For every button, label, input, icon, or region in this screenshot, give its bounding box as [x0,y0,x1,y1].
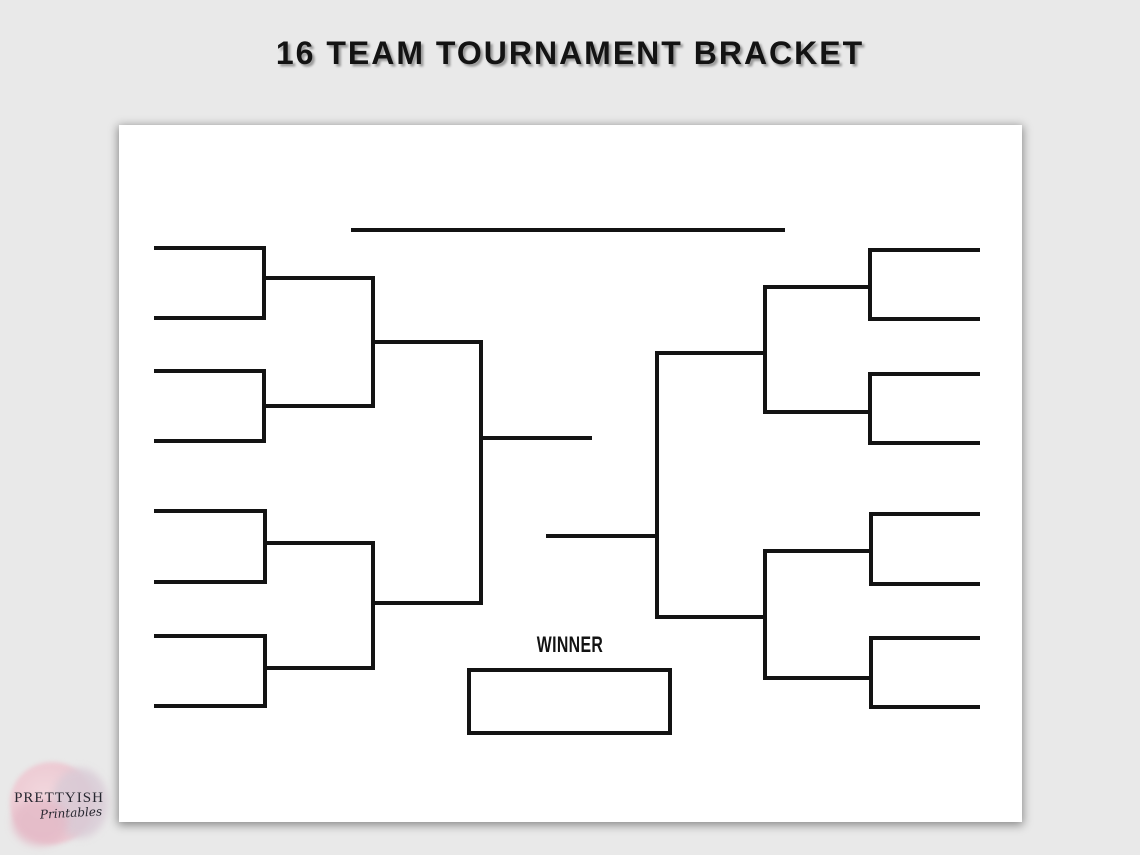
brand-name: PRETTYISH [14,790,104,806]
watermark-logo: PRETTYISH Printables [4,754,114,855]
page-title: 16 TEAM TOURNAMENT BRACKET [275,35,865,71]
printable-paper [119,125,1022,822]
watercolor-blob-icon [12,798,68,846]
winner-label: WINNER [536,632,604,657]
